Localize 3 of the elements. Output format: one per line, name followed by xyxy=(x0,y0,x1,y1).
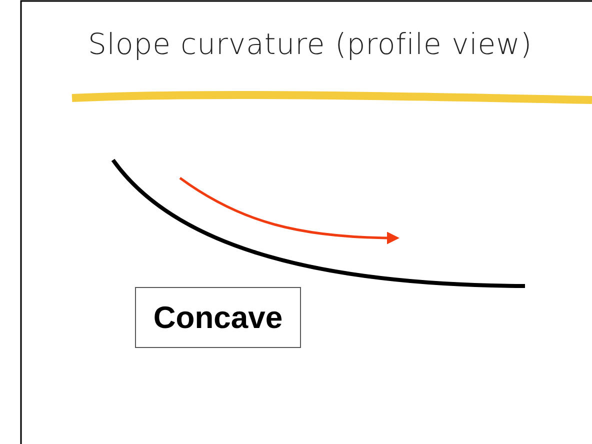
slide-title: Slope curvature (profile view) xyxy=(88,26,534,62)
label-text: Concave xyxy=(153,300,283,336)
label-box xyxy=(135,287,301,348)
